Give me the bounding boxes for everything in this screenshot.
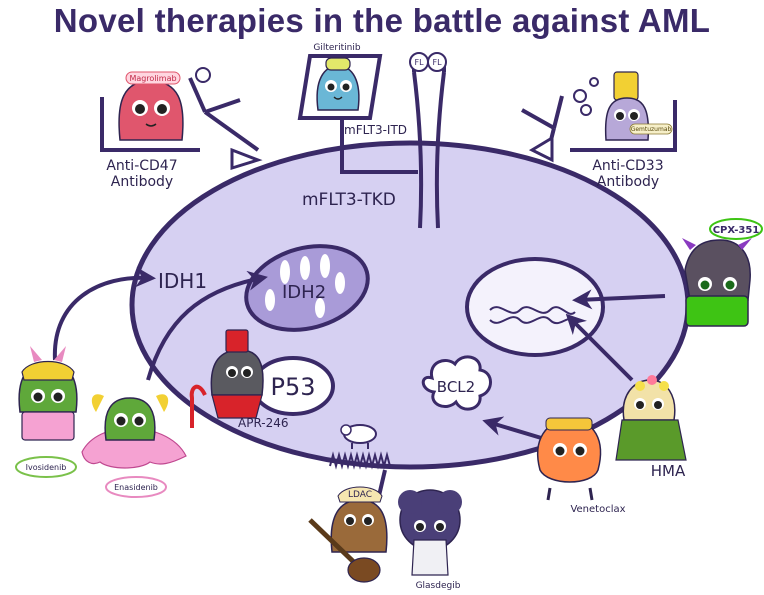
- ldac-label: LDAC: [348, 490, 372, 500]
- anti-cd33-antibody-icon: [521, 77, 677, 163]
- anti-cd33-label-line2: Antibody: [597, 174, 659, 190]
- cane-icon: [189, 384, 207, 428]
- itd-connector: [340, 118, 418, 174]
- idh2-label: IDH2: [282, 282, 326, 303]
- gilteritinib-box: [297, 54, 383, 120]
- dna-icon: [489, 306, 576, 315]
- mflt3-tkd-label: mFLT3-TKD: [302, 190, 396, 210]
- anti-cd47-label-line1: Anti-CD47: [106, 158, 177, 174]
- anti-cd33-label-line1: Anti-CD33: [592, 158, 663, 174]
- gemtuzumab-character: [604, 71, 650, 141]
- cpx351-character: [682, 238, 752, 327]
- glasdegib-label: Glasdegib: [416, 581, 461, 591]
- hma-character: [615, 375, 687, 461]
- guitar-icon: [308, 518, 381, 583]
- magrolimab-label: Magrolimab: [129, 74, 176, 83]
- ldac-character: [308, 486, 388, 583]
- nucleus-icon: [465, 257, 605, 357]
- anti-cd47-antibody-icon: [100, 67, 263, 171]
- flt3-receptor-icon: FL FL: [409, 52, 447, 229]
- gilteritinib-label: Gilteritinib: [313, 43, 360, 53]
- cpx351-label: CPX-351: [713, 225, 760, 236]
- enasidenib-label: Enasidenib: [114, 483, 158, 492]
- mflt3-itd-label: mFLT3-ITD: [344, 123, 407, 137]
- ivosidenib-label: Ivosidenib: [26, 463, 67, 472]
- mitochondrion-icon: [244, 244, 370, 332]
- enasidenib-character: [81, 394, 187, 469]
- magrolimab-character: [118, 79, 184, 141]
- sheep-icon: [340, 424, 377, 449]
- hma-label: HMA: [651, 462, 686, 480]
- apr246-label: APR-246: [238, 416, 289, 430]
- ivosidenib-arrow: [52, 267, 156, 361]
- cpx351-arrow: [572, 289, 666, 310]
- hma-arrow: [565, 313, 634, 382]
- bcl2-cloud: [421, 355, 492, 411]
- diagram-title: Novel therapies in the battle against AM…: [53, 2, 711, 39]
- p53-label: P53: [270, 373, 315, 401]
- venetoclax-character: [537, 417, 602, 501]
- venetoclax-arrow: [482, 416, 549, 442]
- fl-ligand-left: FL: [414, 58, 424, 67]
- anti-cd47-label-line2: Antibody: [111, 174, 173, 190]
- glasdegib-character: [398, 489, 462, 576]
- enasidenib-arrow: [146, 270, 268, 381]
- bcl2-label: BCL2: [437, 378, 475, 396]
- gilteritinib-character: [316, 57, 360, 111]
- apr246-character: [189, 329, 264, 428]
- idh1-label: IDH1: [158, 269, 207, 293]
- venetoclax-label: Venetoclax: [570, 504, 625, 515]
- smoothened-receptor-icon: [329, 451, 391, 470]
- ivosidenib-character: [18, 346, 78, 441]
- fl-ligand-right: FL: [432, 58, 442, 67]
- gemtuzumab-label: Gemtuzumab: [631, 126, 672, 133]
